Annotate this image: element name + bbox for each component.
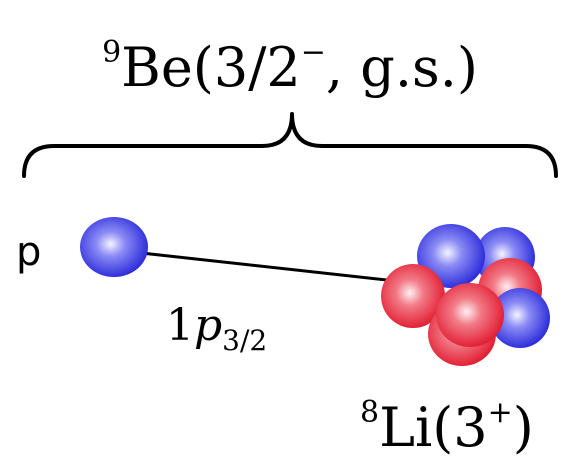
- title-mass-number: 9: [102, 35, 121, 70]
- core-parity: +: [488, 395, 513, 430]
- title-main: Be(3/2: [121, 36, 301, 99]
- orbital-j: 3/2: [222, 324, 267, 357]
- title-parity: −: [301, 35, 326, 70]
- core-mass-number: 8: [360, 395, 379, 430]
- orbital-l: p: [194, 300, 222, 351]
- core-close: ): [513, 396, 534, 459]
- core-nucleon-proton: [436, 283, 504, 347]
- core-label: 8Li(3+): [360, 395, 534, 459]
- core-cluster: [381, 224, 550, 366]
- bond-line: [114, 250, 396, 281]
- nucleus-title: 9Be(3/2−, g.s.): [102, 35, 478, 99]
- proton-label: p: [16, 229, 41, 275]
- core-main: Li(3: [379, 396, 488, 459]
- curly-brace: [24, 114, 556, 176]
- valence-proton: [80, 217, 148, 277]
- orbital-n: 1: [166, 300, 194, 351]
- title-rest: , g.s.): [326, 36, 478, 99]
- orbital-label: 1p3/2: [166, 300, 267, 357]
